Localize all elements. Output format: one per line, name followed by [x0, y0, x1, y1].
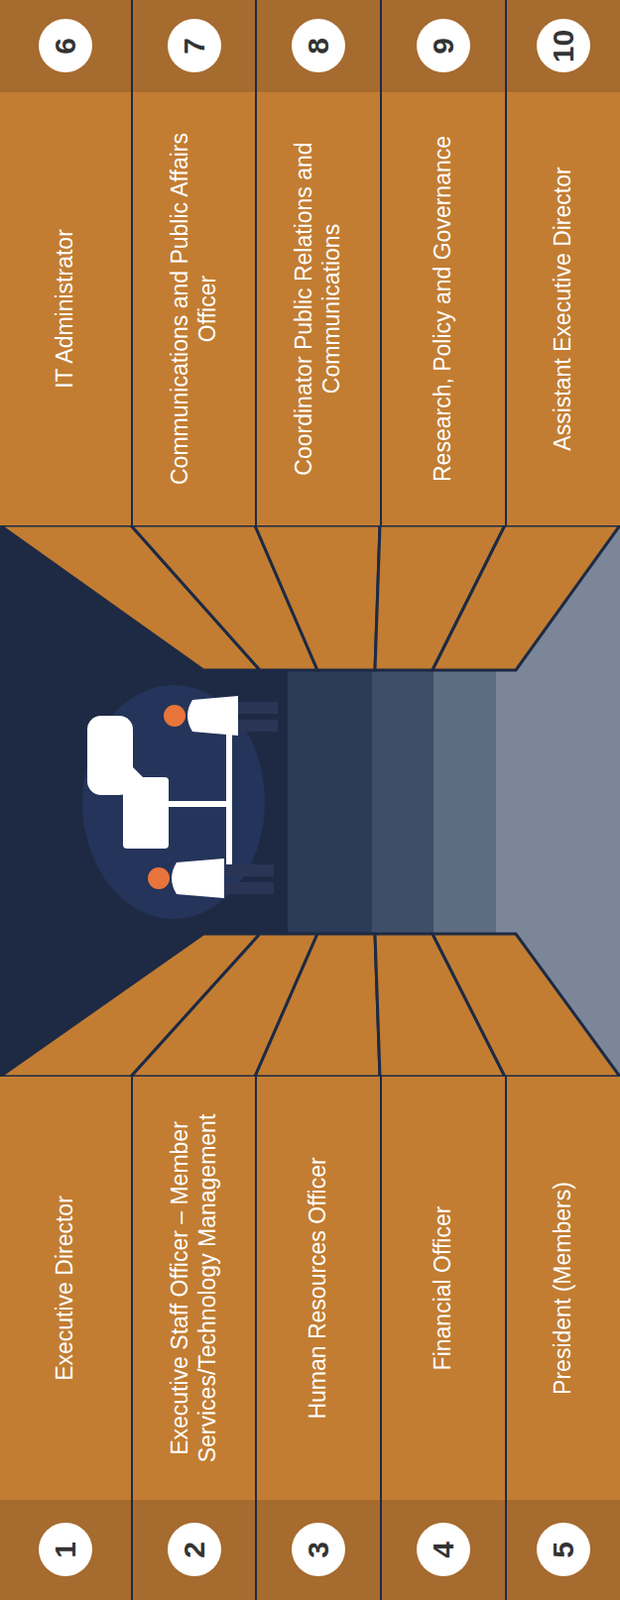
number-tab: 1 [0, 1500, 131, 1600]
callout-circle: 5 [536, 1524, 591, 1579]
number-tab: 2 [132, 1500, 255, 1600]
role-text-area: Coordinator Public Relations and Communi… [256, 92, 380, 526]
callout-number: 7 [179, 37, 210, 55]
callout-circle: 9 [416, 19, 471, 74]
person-head [147, 868, 170, 890]
callout-circle: 1 [38, 1524, 93, 1579]
laptop-screen [123, 777, 169, 850]
role-band: 6 IT Administrator [0, 0, 131, 526]
callout-number: 6 [50, 37, 81, 55]
role-title: Executive Staff Officer – Member Service… [166, 1091, 222, 1488]
callout-number: 2 [179, 1542, 210, 1560]
role-title: Executive Director [51, 1196, 80, 1382]
callout-number: 10 [548, 29, 579, 63]
person-leg [224, 865, 274, 877]
number-tab: 9 [381, 0, 505, 93]
number-tab: 3 [256, 1500, 380, 1600]
number-tab: 10 [506, 0, 620, 93]
number-tab: 8 [256, 0, 380, 93]
role-band: 2 Executive Staff Officer – Member Servic… [132, 1077, 255, 1600]
speech-bubble-tail [130, 765, 145, 780]
person-leg [238, 702, 278, 715]
meeting-illustration [82, 685, 278, 920]
role-title: Financial Officer [429, 1207, 458, 1372]
callout-circle: 6 [38, 19, 93, 74]
role-title: Coordinator Public Relations and Communi… [290, 111, 346, 508]
role-band: 10Assistant Executive Director [506, 0, 620, 526]
number-tab: 4 [381, 1500, 505, 1600]
role-band: 3 Human Resources Officer [256, 1077, 380, 1600]
person-body [187, 696, 239, 737]
role-band: 8Coordinator Public Relations and Commun… [256, 0, 380, 526]
number-tab: 6 [0, 0, 131, 93]
wall-panel [432, 525, 620, 671]
role-band: 4 Financial Officer [381, 1077, 505, 1600]
role-text-area: Research, Policy and Governance [381, 92, 505, 526]
role-title: IT Administrator [51, 229, 80, 389]
role-band: 9Research, Policy and Governance [381, 0, 505, 526]
person-leg [238, 720, 278, 733]
callout-number: 9 [428, 37, 459, 55]
role-text-area: IT Administrator [0, 92, 131, 526]
wall-panel [432, 934, 620, 1078]
callout-circle: 10 [536, 19, 591, 74]
role-text-area: Assistant Executive Director [506, 92, 620, 526]
role-text-area: Executive Director [0, 1077, 131, 1501]
role-title: President (Members) [549, 1182, 578, 1396]
person-leg [224, 882, 274, 895]
role-title: Communications and Public Affairs Office… [166, 111, 222, 508]
callout-number: 5 [548, 1542, 579, 1560]
callout-number: 3 [303, 1542, 334, 1560]
role-text-area: Financial Officer [381, 1077, 505, 1501]
role-title: Assistant Executive Director [549, 166, 578, 451]
wall-panel [254, 525, 380, 671]
role-title: Human Resources Officer [304, 1157, 333, 1420]
person-body [171, 859, 225, 899]
callout-circle: 4 [416, 1524, 471, 1579]
number-tab: 5 [506, 1500, 620, 1600]
person-head [163, 705, 186, 728]
number-tab: 7 [132, 0, 255, 93]
role-text-area: Communications and Public Affairs Office… [132, 92, 255, 526]
role-band: 7Communications and Public Affairs Offic… [132, 0, 255, 526]
perspective-walls [0, 525, 620, 1078]
role-text-area: President (Members) [506, 1077, 620, 1501]
desk-leg [168, 801, 229, 808]
callout-circle: 2 [167, 1524, 222, 1579]
callout-number: 1 [50, 1542, 81, 1560]
role-band: 1 Executive Director [0, 1077, 131, 1600]
role-band: 5 President (Members) [506, 1077, 620, 1600]
callout-circle: 3 [291, 1524, 346, 1579]
callout-circle: 8 [291, 19, 346, 74]
callout-number: 8 [303, 37, 334, 55]
callout-number: 4 [428, 1542, 459, 1560]
role-text-area: Executive Staff Officer – Member Service… [132, 1077, 255, 1501]
wall-panel [254, 934, 380, 1078]
role-title: Research, Policy and Governance [429, 135, 458, 483]
callout-circle: 7 [167, 19, 222, 74]
desk-top [226, 734, 233, 868]
role-text-area: Human Resources Officer [256, 1077, 380, 1501]
